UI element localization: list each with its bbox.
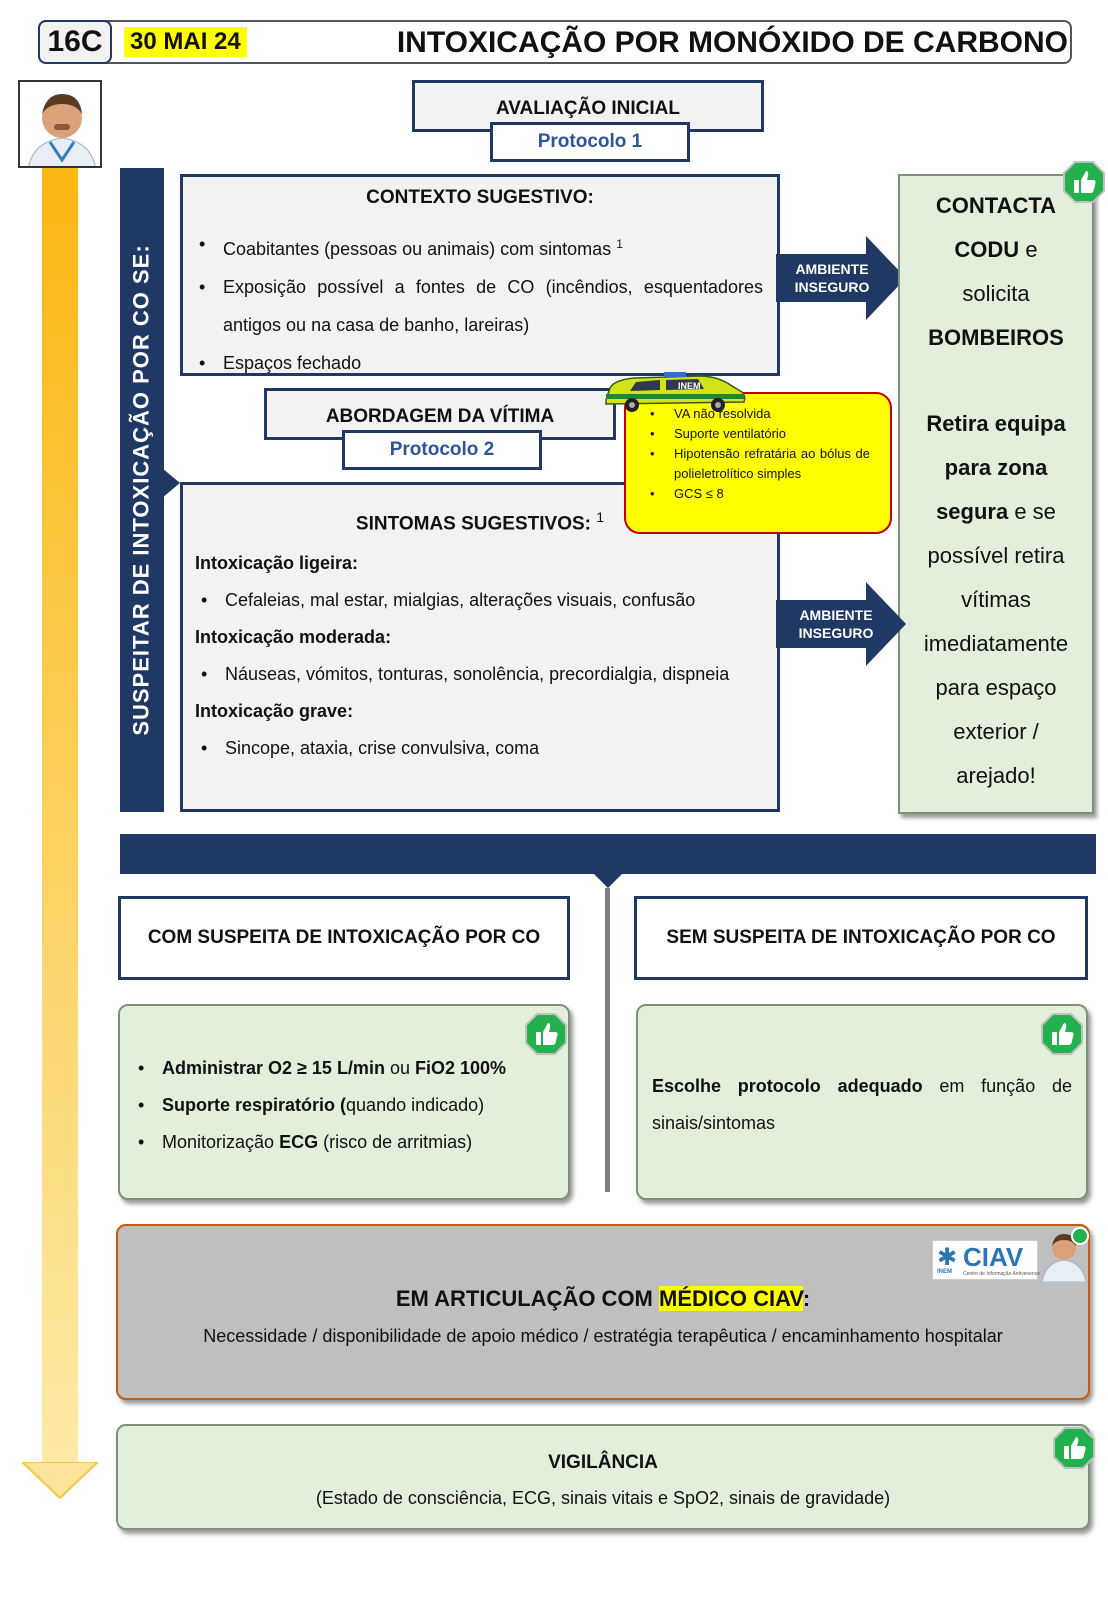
protocol-date: 30 MAI 24 xyxy=(124,27,247,57)
ambulance-icon: INEM xyxy=(605,372,746,412)
star-of-life-icon: ✱ xyxy=(937,1244,958,1271)
advanced-support-criteria: VA não resolvida Suporte ventilatório Hi… xyxy=(624,392,892,534)
split-pointer xyxy=(592,872,624,888)
list-item: Suporte ventilatório xyxy=(644,424,870,444)
thumbs-up-icon xyxy=(1041,1013,1083,1055)
vertical-banner-label: SUSPEITAR DE INTOXICAÇÃO POR CO SE: xyxy=(129,244,155,736)
initial-assessment-title: AVALIAÇÃO INICIAL xyxy=(495,98,680,119)
with-co-suspicion-title: COM SUSPEITA DE INTOXICAÇÃO POR CO xyxy=(118,896,570,980)
unsafe-environment-arrow xyxy=(776,236,906,320)
timeline-arrow-head xyxy=(22,1462,98,1500)
context-panel: CONTEXTO SUGESTIVO: Coabitantes (pessoas… xyxy=(180,174,780,382)
ciav-text: Necessidade / disponibilidade de apoio m… xyxy=(203,1326,1003,1346)
vertical-banner xyxy=(120,168,164,812)
ciav-title: EM ARTICULAÇÃO COM MÉDICO CIAV: xyxy=(395,1286,811,1311)
victim-approach-title: ABORDAGEM DA VÍTIMA xyxy=(325,406,555,427)
protocol-2-link[interactable]: Protocolo 2 xyxy=(342,430,542,470)
thumbs-up-icon xyxy=(1053,1427,1095,1469)
list-item: Hipotensão refratária ao bólus de poliel… xyxy=(644,444,870,484)
doctor-avatar-icon xyxy=(18,80,102,168)
doctor-avatar-icon xyxy=(1041,1227,1089,1282)
vigilance-title: VIGILÂNCIA xyxy=(548,1452,658,1473)
ambulance-label: INEM xyxy=(678,381,701,391)
thumbs-up-icon xyxy=(1063,161,1105,203)
vigilance-panel: VIGILÂNCIA (Estado de consciência, ECG, … xyxy=(116,1424,1090,1530)
symptoms-panel: SINTOMAS SUGESTIVOS: 1 Intoxicação ligei… xyxy=(180,482,780,812)
page-title: INTOXICAÇÃO POR MONÓXIDO DE CARBONO xyxy=(396,26,1068,59)
list-item: Espaços fechado xyxy=(193,344,763,382)
list-item: Administrar O2 ≥ 15 L/min ou FiO2 100% xyxy=(132,1050,554,1087)
protocol-code: 16C xyxy=(38,20,112,64)
list-item: Sincope, ataxia, crise convulsiva, coma xyxy=(195,730,763,767)
ciav-logo: ✱ CIAV INEM Centro de Informação Antiven… xyxy=(932,1240,1040,1280)
divider-line xyxy=(605,888,610,1192)
list-item: Exposição possível a fontes de CO (incên… xyxy=(193,268,763,344)
footnote-marker: 1 xyxy=(596,509,605,525)
thumbs-up-icon xyxy=(525,1013,567,1055)
protocol-1-link[interactable]: Protocolo 1 xyxy=(490,122,690,162)
banner-pointer xyxy=(162,468,180,498)
without-co-actions-panel: Escolhe protocolo adequado em função de … xyxy=(636,1004,1088,1200)
list-item: Suporte respiratório (quando indicado) xyxy=(132,1087,554,1124)
severity-label: Intoxicação ligeira: xyxy=(195,553,359,574)
context-title: CONTEXTO SUGESTIVO: xyxy=(366,187,594,208)
contact-codu-panel: CONTACTA CODU e solicita BOMBEIROS Retir… xyxy=(898,174,1094,814)
timeline-arrow-shaft xyxy=(42,168,78,1468)
list-item: VA não resolvida xyxy=(644,404,870,424)
list-item: Coabitantes (pessoas ou animais) com sin… xyxy=(193,225,763,268)
symptoms-title: SINTOMAS SUGESTIVOS: 1 xyxy=(355,509,605,535)
vigilance-text: (Estado de consciência, ECG, sinais vita… xyxy=(315,1488,891,1508)
unsafe-environment-arrow xyxy=(776,582,906,666)
list-item: Monitorização ECG (risco de arritmias) xyxy=(132,1124,554,1161)
list-item: GCS ≤ 8 xyxy=(644,484,870,504)
list-item: Cefaleias, mal estar, mialgias, alteraçõ… xyxy=(195,582,763,619)
without-co-suspicion-title: SEM SUSPEITA DE INTOXICAÇÃO POR CO xyxy=(634,896,1088,980)
severity-label: Intoxicação grave: xyxy=(195,701,354,722)
with-co-actions-panel: Administrar O2 ≥ 15 L/min ou FiO2 100% S… xyxy=(118,1004,570,1200)
severity-label: Intoxicação moderada: xyxy=(195,627,392,648)
ciav-panel: EM ARTICULAÇÃO COM MÉDICO CIAV: Necessid… xyxy=(116,1224,1090,1400)
list-item: Náuseas, vómitos, tonturas, sonolência, … xyxy=(195,656,763,693)
split-bar xyxy=(120,834,1096,874)
footnote-marker: 1 xyxy=(616,237,623,251)
